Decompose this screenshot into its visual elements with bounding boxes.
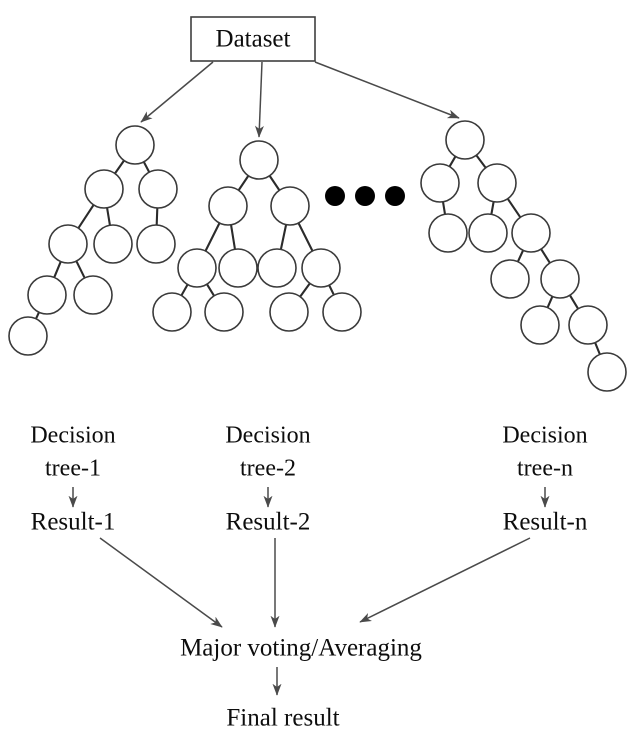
tree-edge bbox=[106, 206, 111, 227]
column-tree-1: Decision tree-1 Result-1 bbox=[30, 423, 115, 536]
tree-tree-1 bbox=[8, 125, 178, 356]
tree-tree-n bbox=[420, 120, 627, 392]
tree-edge bbox=[328, 284, 335, 296]
tree-node bbox=[138, 169, 178, 209]
tree-edge bbox=[53, 260, 62, 279]
arrow-dataset-to-tree-2 bbox=[254, 61, 264, 138]
tree-node bbox=[301, 248, 341, 288]
tree-edge bbox=[229, 223, 237, 251]
tree-edge bbox=[441, 200, 447, 216]
tree-node bbox=[208, 186, 248, 226]
results-to-aggregation-arrows bbox=[99, 537, 531, 628]
tree-node bbox=[257, 248, 297, 288]
tree-node bbox=[445, 120, 485, 160]
result-2-label: Result-2 bbox=[226, 509, 311, 536]
tree-node bbox=[428, 213, 468, 253]
tree-node bbox=[270, 186, 310, 226]
tree-edge bbox=[506, 197, 522, 219]
tree-edge bbox=[490, 200, 495, 216]
tree-node bbox=[511, 213, 551, 253]
decision-tree-2-label-line1: Decision bbox=[225, 423, 310, 449]
tree-node bbox=[218, 248, 258, 288]
tree-edge bbox=[75, 260, 86, 279]
tree-edge bbox=[516, 249, 525, 263]
tree-node bbox=[540, 259, 580, 299]
tree-edge bbox=[540, 248, 551, 264]
ellipsis-dot-2 bbox=[355, 186, 375, 206]
decision-tree-n-label-line1: Decision bbox=[502, 423, 587, 449]
tree-node bbox=[322, 292, 362, 332]
tree-node bbox=[48, 224, 88, 264]
tree-edge bbox=[113, 159, 126, 175]
tree-edge bbox=[448, 155, 457, 168]
aggregation-label: Major voting/Averaging bbox=[180, 635, 422, 662]
ellipsis-dot-3 bbox=[385, 186, 405, 206]
tree-node bbox=[152, 292, 192, 332]
tree-tree-2 bbox=[152, 140, 362, 332]
final-result-label: Final result bbox=[226, 705, 339, 732]
tree-edge bbox=[568, 294, 580, 310]
ellipsis-dot-1 bbox=[325, 186, 345, 206]
tree-node bbox=[136, 224, 176, 264]
tree-edge bbox=[180, 283, 189, 297]
tree-edge bbox=[77, 203, 95, 230]
tree-edge bbox=[475, 154, 487, 169]
arrow-result-1-to-aggregation bbox=[99, 537, 223, 628]
tree-node bbox=[239, 140, 279, 180]
decision-tree-n-label-line2: tree-n bbox=[517, 456, 573, 482]
decision-tree-2-label-line2: tree-2 bbox=[240, 456, 296, 482]
tree-edge bbox=[205, 283, 216, 297]
tree-edge bbox=[155, 206, 159, 227]
tree-edge bbox=[594, 341, 601, 356]
tree-edge bbox=[546, 295, 554, 309]
tree-node bbox=[115, 125, 155, 165]
tree-node bbox=[8, 316, 48, 356]
tree-node bbox=[177, 248, 217, 288]
tree-node bbox=[269, 292, 309, 332]
aggregation-node: Major voting/Averaging bbox=[180, 635, 422, 696]
tree-edge bbox=[204, 221, 221, 253]
tree-node bbox=[420, 163, 460, 203]
tree-node bbox=[568, 305, 608, 345]
tree-node bbox=[490, 259, 530, 299]
result-n-label: Result-n bbox=[503, 509, 588, 536]
tree-edge bbox=[142, 160, 151, 174]
tree-node bbox=[477, 163, 517, 203]
tree-edge bbox=[299, 282, 311, 298]
decision-trees-layer bbox=[8, 120, 627, 392]
tree-node bbox=[93, 224, 133, 264]
arrow-dataset-to-tree-n bbox=[314, 61, 460, 119]
column-tree-n: Decision tree-n Result-n bbox=[502, 423, 588, 536]
dataset-box-rect bbox=[190, 16, 316, 62]
tree-edge bbox=[268, 174, 281, 192]
dataset-to-trees-arrows bbox=[140, 61, 460, 138]
tree-node bbox=[204, 292, 244, 332]
tree-edge bbox=[297, 221, 314, 253]
decision-tree-1-label-line1: Decision bbox=[30, 423, 115, 449]
dataset-box: Dataset bbox=[190, 16, 316, 62]
arrow-dataset-to-tree-1 bbox=[140, 61, 214, 123]
column-tree-2: Decision tree-2 Result-2 bbox=[225, 423, 310, 536]
tree-node bbox=[468, 213, 508, 253]
arrow-result-n-to-aggregation bbox=[359, 537, 531, 623]
decision-tree-1-label-line2: tree-1 bbox=[45, 456, 101, 482]
tree-node bbox=[73, 275, 113, 315]
tree-node bbox=[27, 275, 67, 315]
final-result-node: Final result bbox=[226, 705, 339, 732]
ellipsis-dots bbox=[325, 186, 405, 206]
dataset-label: Dataset bbox=[216, 26, 291, 53]
tree-node bbox=[587, 352, 627, 392]
result-1-label: Result-1 bbox=[31, 509, 116, 536]
tree-node bbox=[520, 305, 560, 345]
tree-node bbox=[84, 169, 124, 209]
tree-edge bbox=[237, 174, 250, 192]
tree-edge bbox=[34, 311, 41, 320]
tree-edge bbox=[279, 223, 288, 251]
